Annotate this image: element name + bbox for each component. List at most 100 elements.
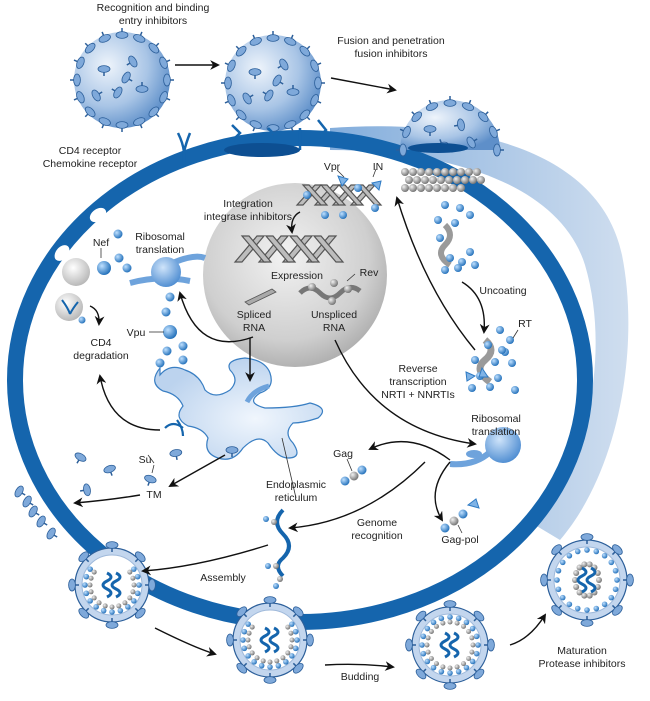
envelope-glycoproteins (74, 446, 239, 497)
label-cd4-degradation-1: CD4 (90, 337, 111, 349)
spike-head (84, 42, 96, 54)
label-genome-2: recognition (351, 530, 403, 542)
matrix-protein (245, 653, 251, 659)
spike-head (299, 45, 311, 57)
capsid-protein (130, 589, 136, 595)
arrow-genome-recognition (288, 461, 426, 533)
envelope-spike (73, 56, 85, 69)
arrow-maturation (509, 613, 547, 646)
label-reverse-2: transcription (389, 376, 446, 388)
capsid-protein (441, 184, 449, 192)
envelope-spike (73, 91, 85, 104)
process-arrows (73, 60, 547, 671)
ribosome-right (449, 427, 521, 468)
matrix-protein (614, 577, 620, 583)
matrix-protein (455, 668, 462, 675)
envelope-spike (148, 106, 160, 118)
spike-head (163, 73, 171, 87)
matrix-protein (131, 566, 137, 572)
spike-head (612, 544, 623, 555)
spike-head (73, 73, 81, 87)
envelope-spike (623, 573, 634, 587)
matrix-protein (424, 658, 431, 665)
cd4-vesicles (55, 258, 90, 324)
capsid-protein (433, 623, 439, 629)
spike-head (128, 55, 138, 68)
matrix-protein (136, 582, 142, 588)
envelope-spike (78, 607, 90, 619)
label-gag-pol: Gag-pol (441, 534, 478, 546)
virion-fusing (400, 100, 500, 150)
arrow-to-gag (368, 440, 451, 461)
capsid-protein (260, 658, 266, 664)
spike-head (235, 45, 247, 57)
integrase-balls (303, 184, 379, 219)
arrow-to-gag-pol (433, 461, 451, 522)
envelope-spike (415, 668, 427, 680)
nucleocapsid-protein (434, 216, 442, 224)
rt-protein (506, 336, 514, 344)
envelope-spike (399, 125, 411, 139)
capsid-protein (440, 620, 446, 626)
spike-head (76, 91, 85, 104)
viral-rna (576, 566, 597, 594)
envelope-spike (266, 31, 280, 42)
envelope-spike (272, 74, 284, 87)
capsid-protein (245, 637, 251, 643)
envelope-spike (405, 638, 416, 652)
matrix-protein (294, 637, 300, 643)
arrow-fusion (330, 77, 397, 94)
viral-rna-uncoating (438, 222, 453, 268)
spike-head (46, 527, 56, 540)
nucleocapsid-protein (441, 201, 449, 209)
spike-head (293, 606, 304, 617)
budding-virions (68, 533, 634, 690)
capsid-protein (447, 619, 453, 625)
matrix-protein (469, 625, 476, 632)
spike-head (443, 682, 457, 690)
matrix-protein (83, 590, 90, 597)
spike-head (14, 485, 24, 498)
spike-head (98, 34, 111, 43)
envelope-spike (224, 94, 236, 107)
spike-head (443, 99, 457, 107)
rt-triangles (465, 366, 489, 382)
spike-head (105, 621, 119, 629)
capsid-protein (254, 655, 260, 661)
spike-head (266, 34, 280, 42)
envelope-spike (411, 111, 423, 123)
virion-budding (226, 596, 314, 684)
matrix-protein (134, 590, 141, 597)
envelope-spike (135, 82, 149, 93)
spike-head (227, 59, 236, 72)
envelope-spike (249, 120, 262, 132)
spike-head (272, 74, 282, 87)
host-dna (233, 235, 345, 263)
spike-head (461, 102, 475, 111)
rt-protein (498, 346, 506, 354)
envelope-spike (242, 92, 254, 105)
spike-head (425, 102, 439, 111)
spike-head (84, 106, 96, 118)
envelope-spike (133, 117, 146, 129)
spike-head (580, 533, 594, 541)
envelope-spike (466, 136, 478, 149)
capsid-protein (421, 176, 429, 184)
virion-released (405, 600, 495, 690)
nucleocapsid-protein (456, 204, 464, 212)
membrane-envelope-proteins (14, 485, 58, 540)
matrix-protein (612, 586, 619, 593)
spike-head (551, 544, 562, 555)
integrated-dna (295, 184, 383, 206)
gag-molecule (340, 465, 367, 486)
membrane-cd4-pores (54, 207, 107, 261)
arrow-tm-to-membrane (73, 494, 141, 508)
spike-head (443, 600, 457, 608)
spike-head (310, 59, 319, 72)
spike-head (405, 638, 413, 652)
label-integration-1: Integration (223, 198, 273, 210)
spike-head (473, 610, 485, 622)
envelope-spike (284, 34, 297, 46)
capsid-protein (454, 620, 460, 626)
envelope-spike (484, 638, 495, 652)
